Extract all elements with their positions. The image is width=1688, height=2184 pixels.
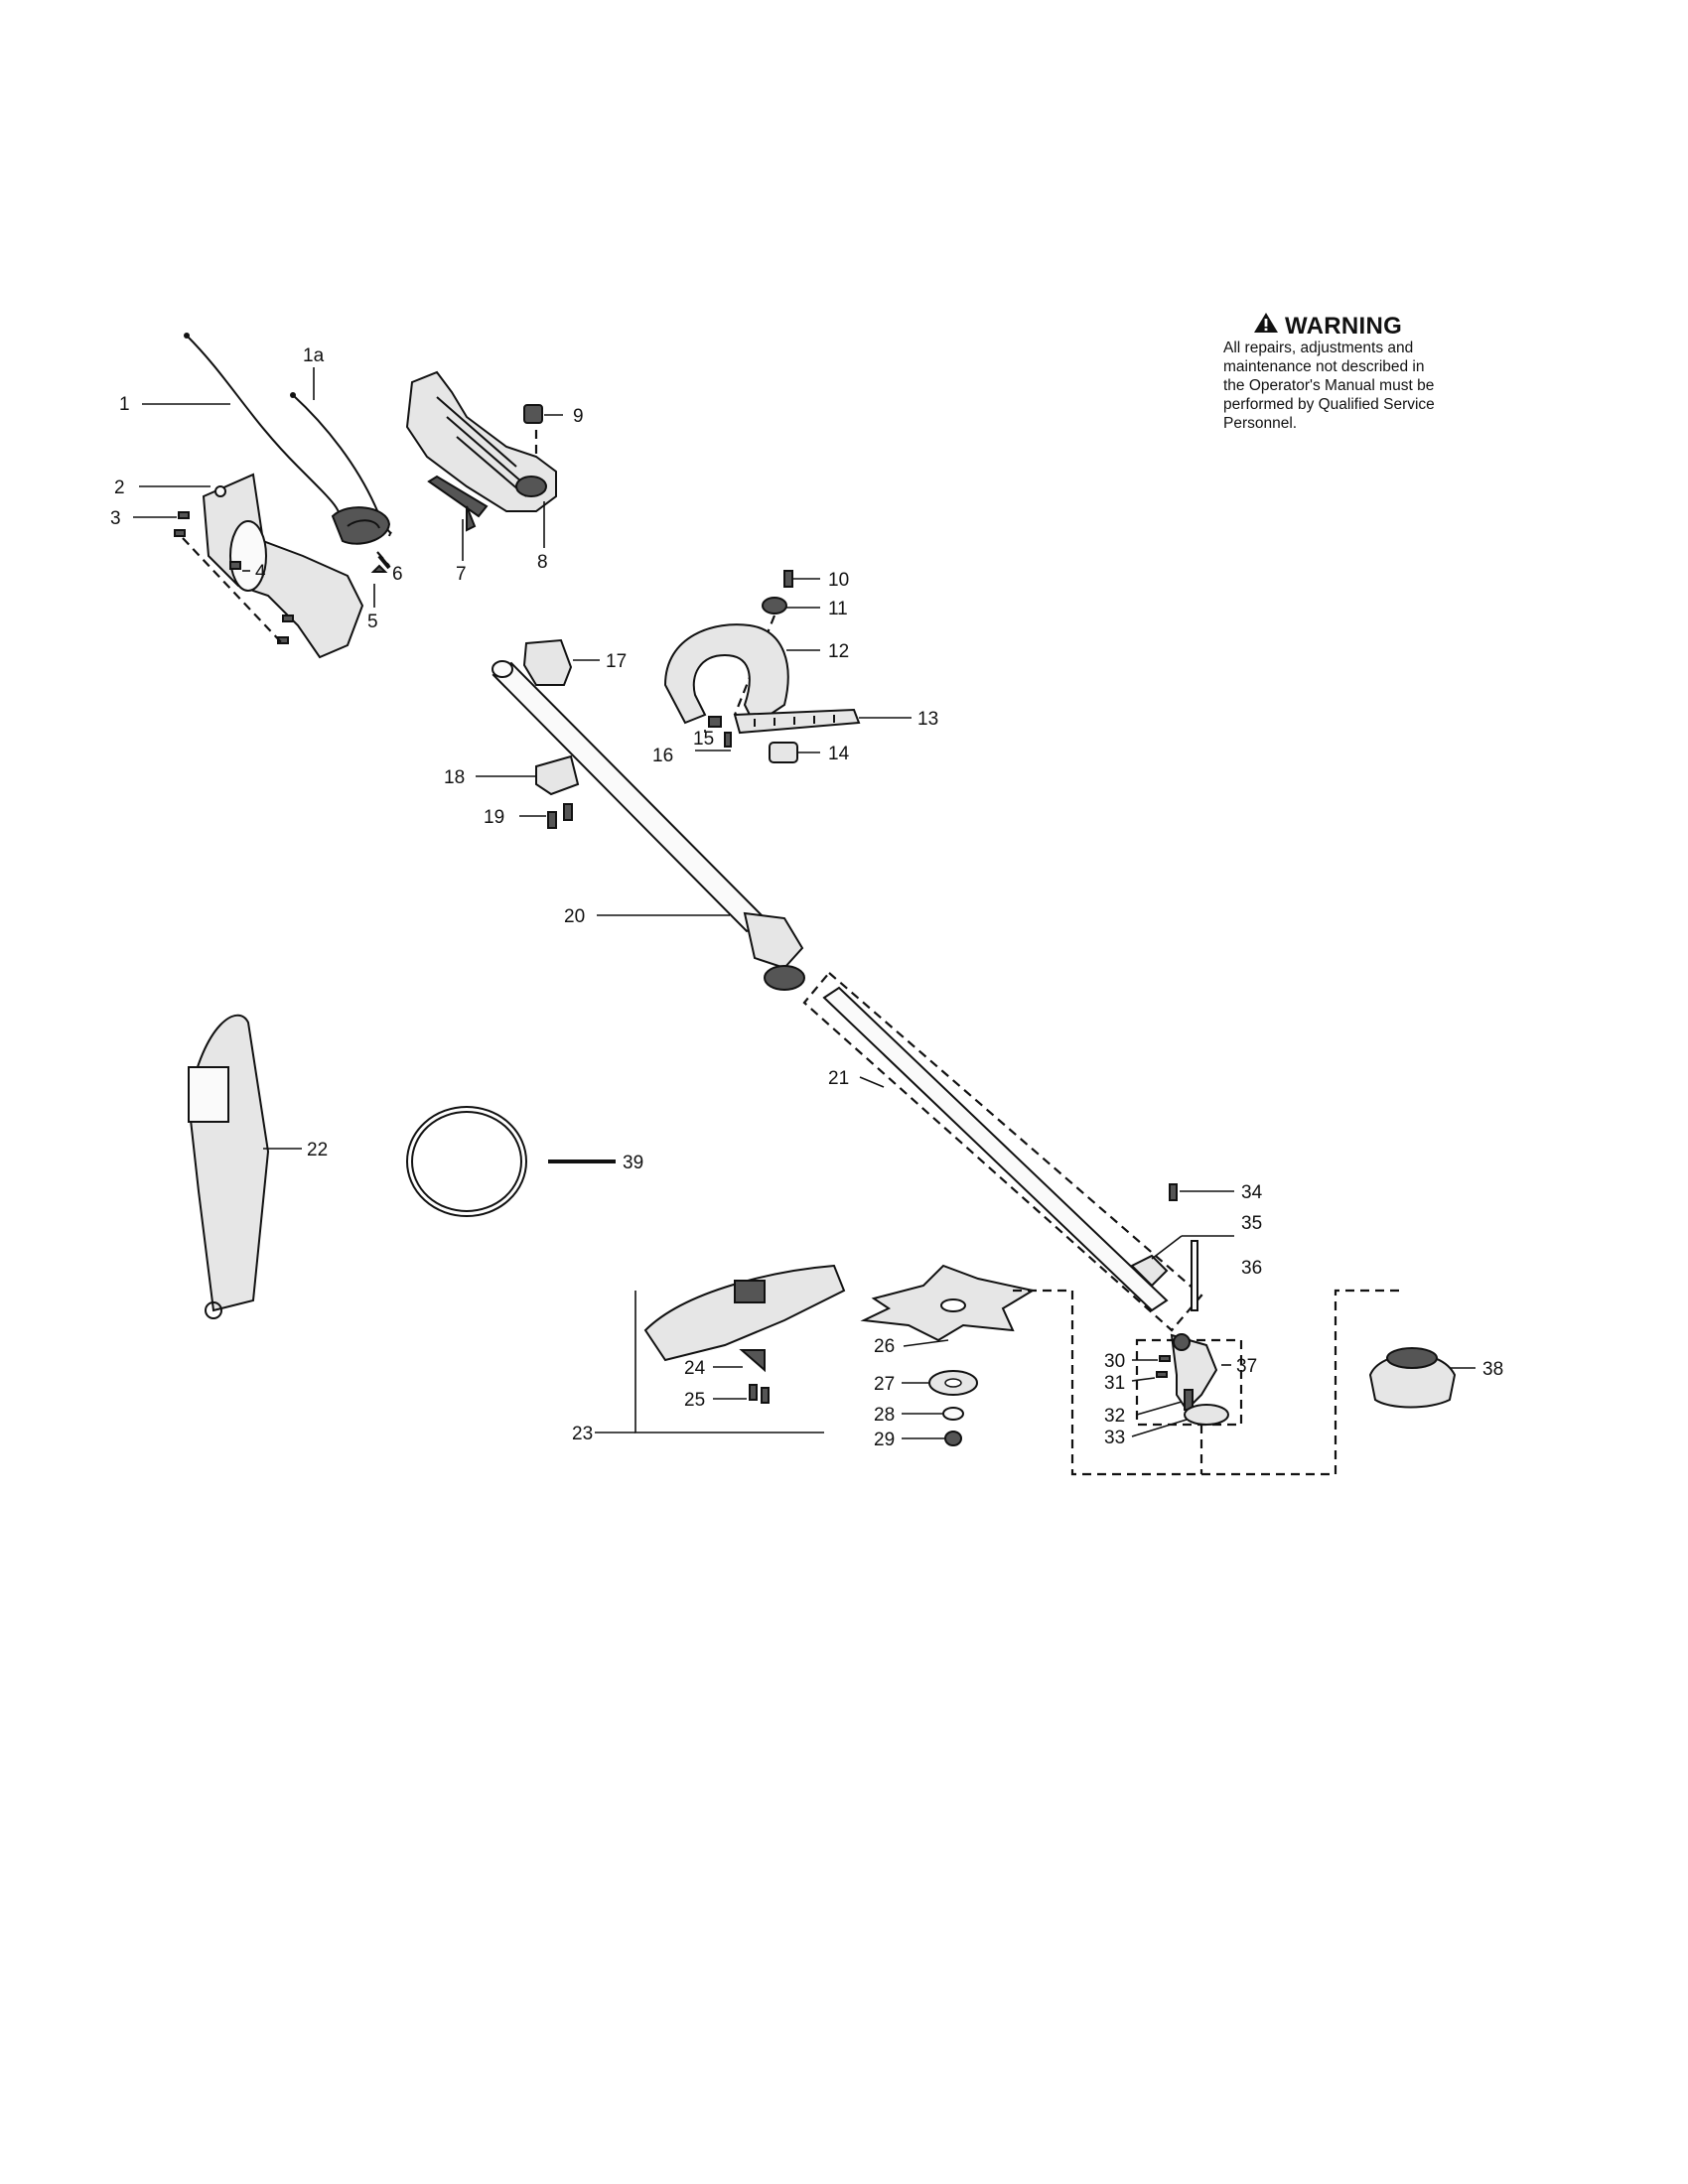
callout-23: 23	[572, 1424, 593, 1444]
part-14-bracket-clamp	[769, 742, 798, 763]
part-4-screw	[229, 561, 241, 570]
callout-36: 36	[1241, 1258, 1262, 1279]
callout-20: 20	[564, 906, 585, 927]
callout-22: 22	[307, 1140, 328, 1160]
part-11-knob	[762, 597, 787, 614]
part-18-strap-hanger	[535, 754, 580, 796]
part-7-throttle-trigger	[427, 475, 489, 532]
part-31-screw	[1156, 1371, 1168, 1378]
part-21-lower-shaft	[822, 986, 1169, 1312]
warning-line: the Operator's Manual must be	[1223, 377, 1435, 394]
part-30-screw	[1159, 1355, 1171, 1362]
callout-14: 14	[828, 744, 850, 764]
part-37-gearbox	[1170, 1333, 1218, 1412]
part-5-nut	[370, 564, 388, 573]
part-3-screw	[174, 511, 190, 537]
callout-25: 25	[684, 1390, 705, 1411]
part-9-clip	[523, 404, 543, 424]
callout-21: 21	[828, 1068, 849, 1089]
callout-37: 37	[1236, 1356, 1257, 1377]
part-12-loop-handle	[663, 623, 789, 727]
part-6-trigger-spring	[331, 506, 391, 545]
callout-38: 38	[1482, 1359, 1503, 1380]
callout-6: 6	[392, 564, 403, 585]
warning-line: All repairs, adjustments and	[1223, 340, 1414, 356]
callout-5: 5	[367, 612, 378, 632]
callout-33: 33	[1104, 1428, 1125, 1448]
part-17-shaft-clip	[522, 638, 573, 686]
callout-27: 27	[874, 1374, 895, 1395]
callout-17: 17	[606, 651, 627, 672]
callout-18: 18	[444, 767, 465, 788]
callout-7: 7	[456, 564, 467, 585]
warning-line: performed by Qualified Service	[1223, 396, 1435, 413]
callout-13: 13	[917, 709, 938, 730]
callout-24: 24	[684, 1358, 706, 1379]
callout-1: 1	[119, 394, 130, 415]
callout-30: 30	[1104, 1351, 1125, 1372]
part-34-screw	[1169, 1183, 1178, 1201]
part-1a-ignition-wire	[290, 392, 392, 537]
part-27-washer	[928, 1370, 978, 1396]
callout-2: 2	[114, 478, 125, 498]
callout-1a: 1a	[303, 345, 325, 366]
part-38-trimmer-head	[1368, 1347, 1457, 1409]
part-15-nut	[708, 716, 722, 728]
callout-11: 11	[828, 599, 848, 619]
part-24-blade	[739, 1349, 766, 1373]
part-35-bracket	[1130, 1254, 1169, 1288]
callout-35: 35	[1241, 1213, 1262, 1234]
callout-39: 39	[623, 1153, 643, 1173]
callout-10: 10	[828, 570, 849, 591]
part-39-trimmer-line-coil	[406, 1106, 527, 1217]
part-10-screw	[783, 570, 793, 588]
part-33-retainer	[1184, 1404, 1229, 1426]
callout-28: 28	[874, 1405, 895, 1426]
callout-8: 8	[537, 552, 548, 573]
warning-line: maintenance not described in	[1223, 358, 1425, 375]
warning-title: WARNING	[1285, 312, 1403, 340]
callout-labels: 1 1a 2 3 4 5 6 7 8 9 10 11 12 13 14 15 1…	[110, 345, 1503, 1450]
part-23-trimmer-guard	[643, 1264, 846, 1362]
part-2-handle-housing	[202, 473, 364, 659]
part-29-nut	[944, 1431, 962, 1446]
leader-lines	[133, 367, 1476, 1439]
callout-16: 16	[652, 746, 673, 766]
part-28-washer	[942, 1407, 964, 1421]
part-19-screws	[547, 803, 573, 829]
warning-triangle-icon	[1253, 312, 1279, 341]
callout-12: 12	[828, 641, 849, 662]
callout-19: 19	[484, 807, 504, 828]
part-22-shoulder-strap	[187, 1014, 270, 1319]
part-13-handle-bracket	[733, 708, 861, 735]
warning-heading: WARNING	[1253, 312, 1521, 341]
callout-4: 4	[255, 562, 266, 583]
callout-34: 34	[1241, 1182, 1263, 1203]
callout-32: 32	[1104, 1406, 1125, 1427]
screw-lower-pair	[277, 614, 294, 644]
part-8-handle-housing-half	[405, 370, 557, 512]
part-16-screw	[724, 732, 732, 748]
warning-line: Personnel.	[1223, 415, 1298, 432]
callout-26: 26	[874, 1336, 895, 1357]
callout-15: 15	[693, 729, 714, 750]
callout-9: 9	[573, 406, 584, 427]
part-25-screws	[749, 1384, 770, 1404]
part-36-wrench	[1191, 1240, 1198, 1311]
callout-29: 29	[874, 1430, 895, 1450]
warning-body: All repairs, adjustments and maintenance…	[1223, 339, 1521, 433]
warning-notice: WARNING All repairs, adjustments and mai…	[1223, 312, 1521, 433]
part-20-upper-shaft	[492, 660, 805, 991]
part-26-cutting-blade	[860, 1264, 1036, 1342]
callout-3: 3	[110, 508, 121, 529]
callout-31: 31	[1104, 1373, 1125, 1394]
